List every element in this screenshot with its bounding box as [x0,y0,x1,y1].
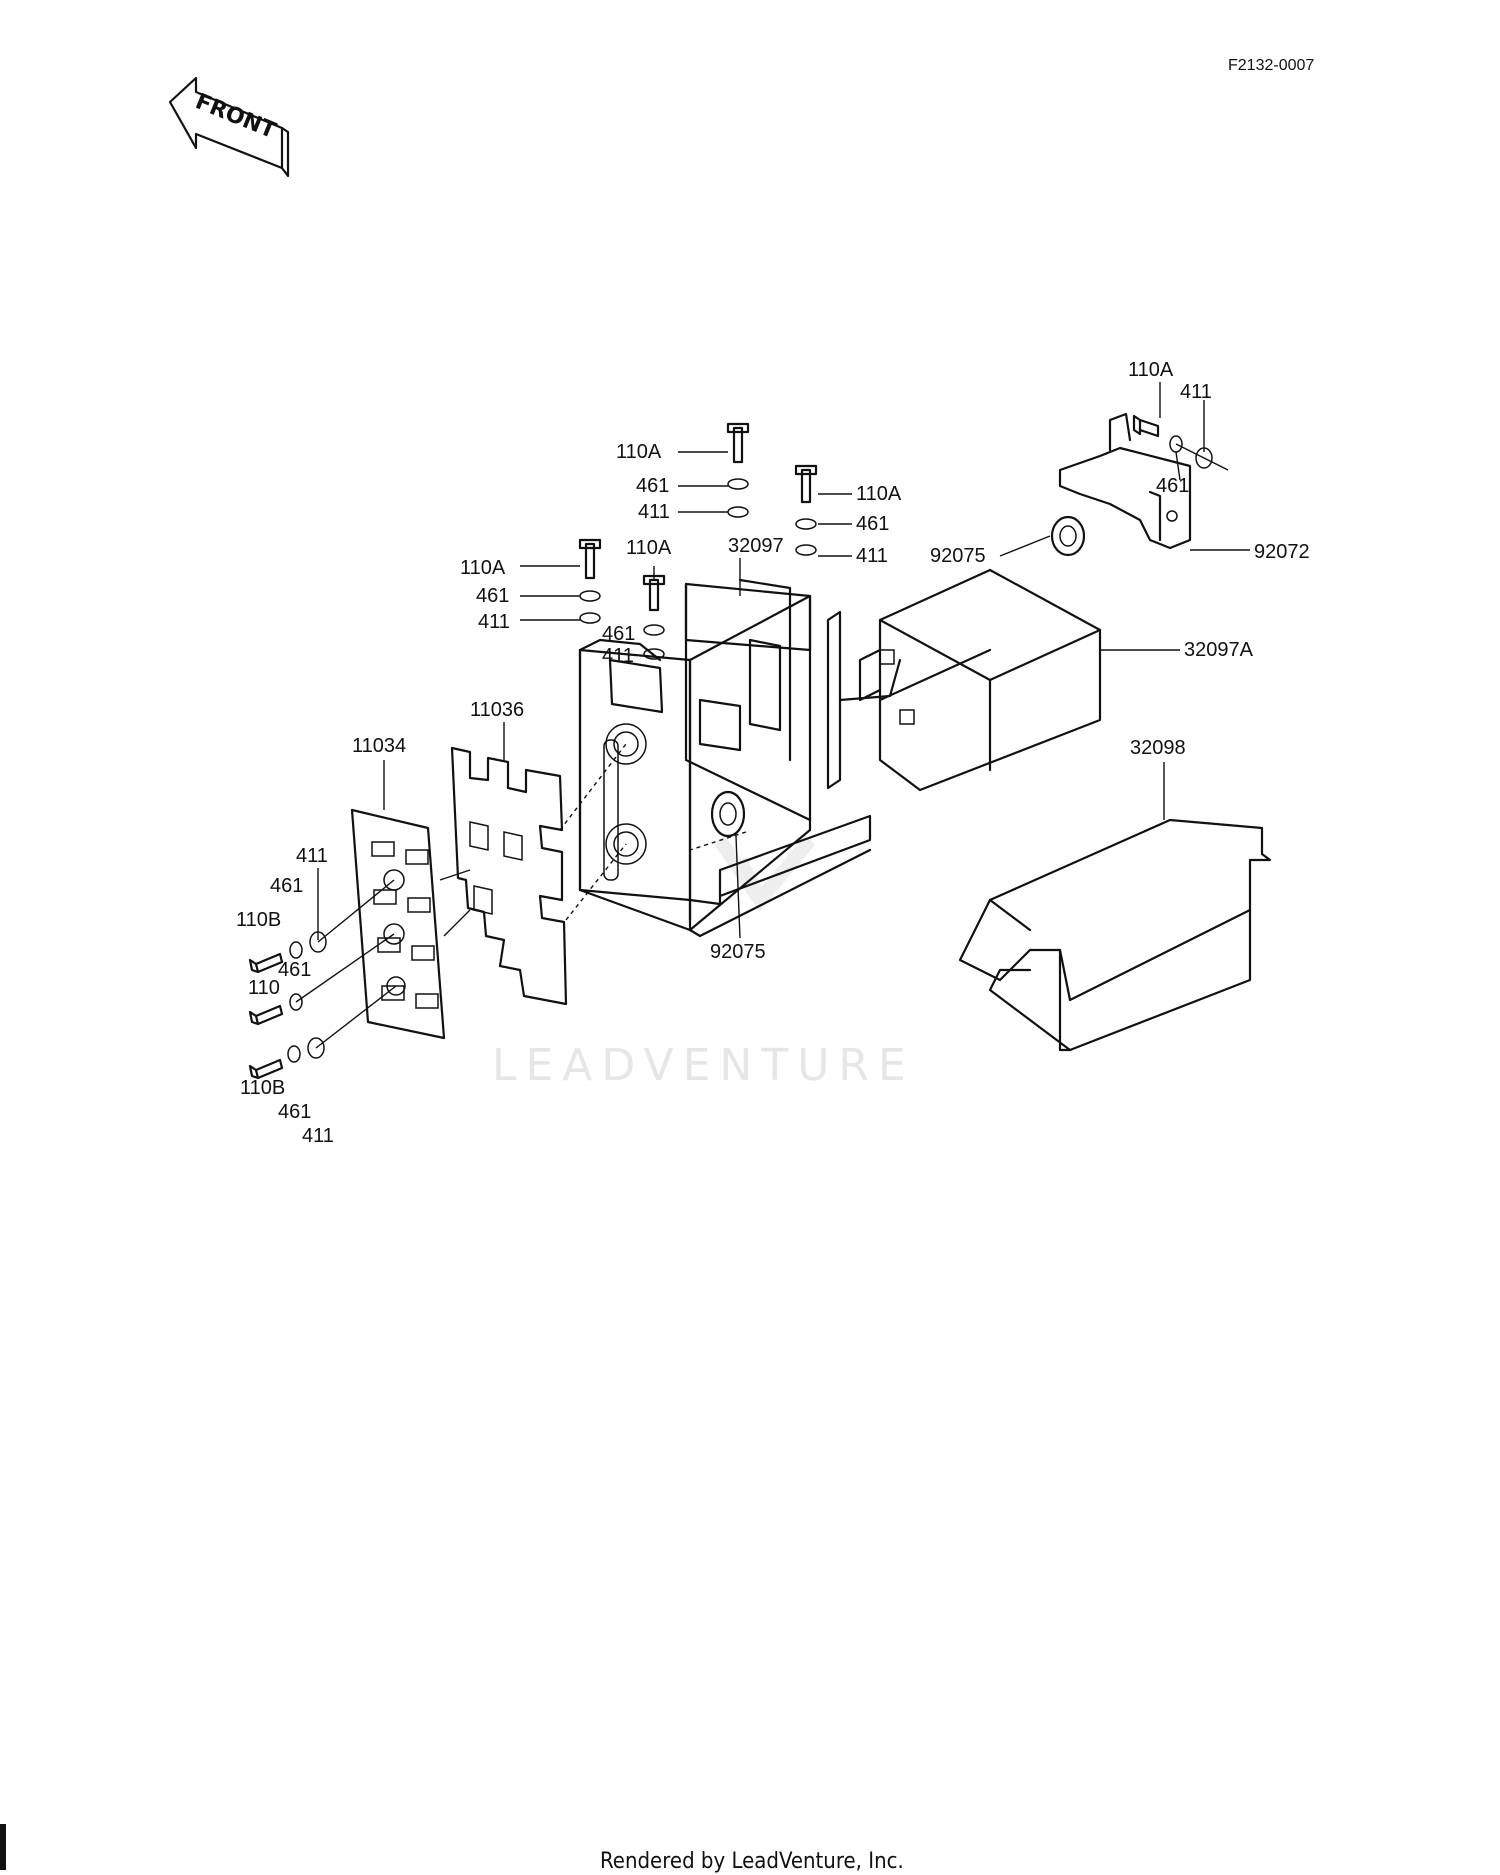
callout-label: 461 [602,623,635,645]
grommet-92075-upper [1050,515,1086,557]
callout-label: 92075 [710,941,766,963]
callout-label: 411 [302,1125,334,1147]
front-arrow-icon: FRONT [168,76,290,178]
callout-label: 32097A [1184,639,1254,661]
callout-label: 110A [1128,359,1174,381]
assembly-lines [559,743,747,921]
callout-label: 461 [636,475,669,497]
fasteners-top [578,414,1229,660]
callout-label: 411 [478,611,510,633]
callout-label: 92072 [1254,541,1310,563]
front-label: FRONT [192,89,279,144]
callout-label: 461 [278,959,311,981]
callout-label: 461 [270,875,303,897]
diagram-code: F2132-0007 [1228,57,1314,74]
watermark: LEADVENTURE [492,835,915,1091]
grommet-92075-lower [710,790,746,838]
callout-label: 110A [460,557,506,579]
callout-label: 32097 [728,535,784,557]
callout-label: 92075 [930,545,986,567]
footer-text: Rendered by LeadVenture, Inc. [600,1849,904,1874]
callout-leaders [317,382,1250,940]
callout-label: 461 [856,513,889,535]
case-32097 [578,578,902,938]
callout-label: 461 [278,1101,311,1123]
callout-label: 110A [616,441,662,463]
callout-label: 110B [236,909,281,931]
callout-label: 411 [1180,381,1212,403]
edge-mark [0,1824,6,1870]
callout-label: 411 [638,501,670,523]
callout-label: 32098 [1130,737,1186,759]
callout-label: 411 [296,845,328,867]
callout-label: 11034 [352,735,406,757]
tray-32097A [858,568,1102,792]
callout-label: 110B [240,1077,285,1099]
tray-32098 [958,818,1272,1052]
fasteners-left [248,869,471,1080]
callout-label: 411 [602,645,634,667]
callout-label: 110A [856,483,902,505]
callout-label: 461 [476,585,509,607]
plate-11034 [350,808,446,1040]
watermark-text: LEADVENTURE [492,1040,915,1091]
callout-label: 461 [1156,475,1189,497]
callout-label: 110A [626,537,672,559]
callout-label: 11036 [470,699,524,721]
callout-labels: 110A 411 461 92072 32097A 110A 461 411 1… [236,359,1310,1147]
callout-label: 110 [248,977,280,999]
parts-artwork [248,412,1272,1080]
gasket-11036 [450,746,568,1006]
bracket-92072 [1058,412,1192,550]
callout-label: 411 [856,545,888,567]
